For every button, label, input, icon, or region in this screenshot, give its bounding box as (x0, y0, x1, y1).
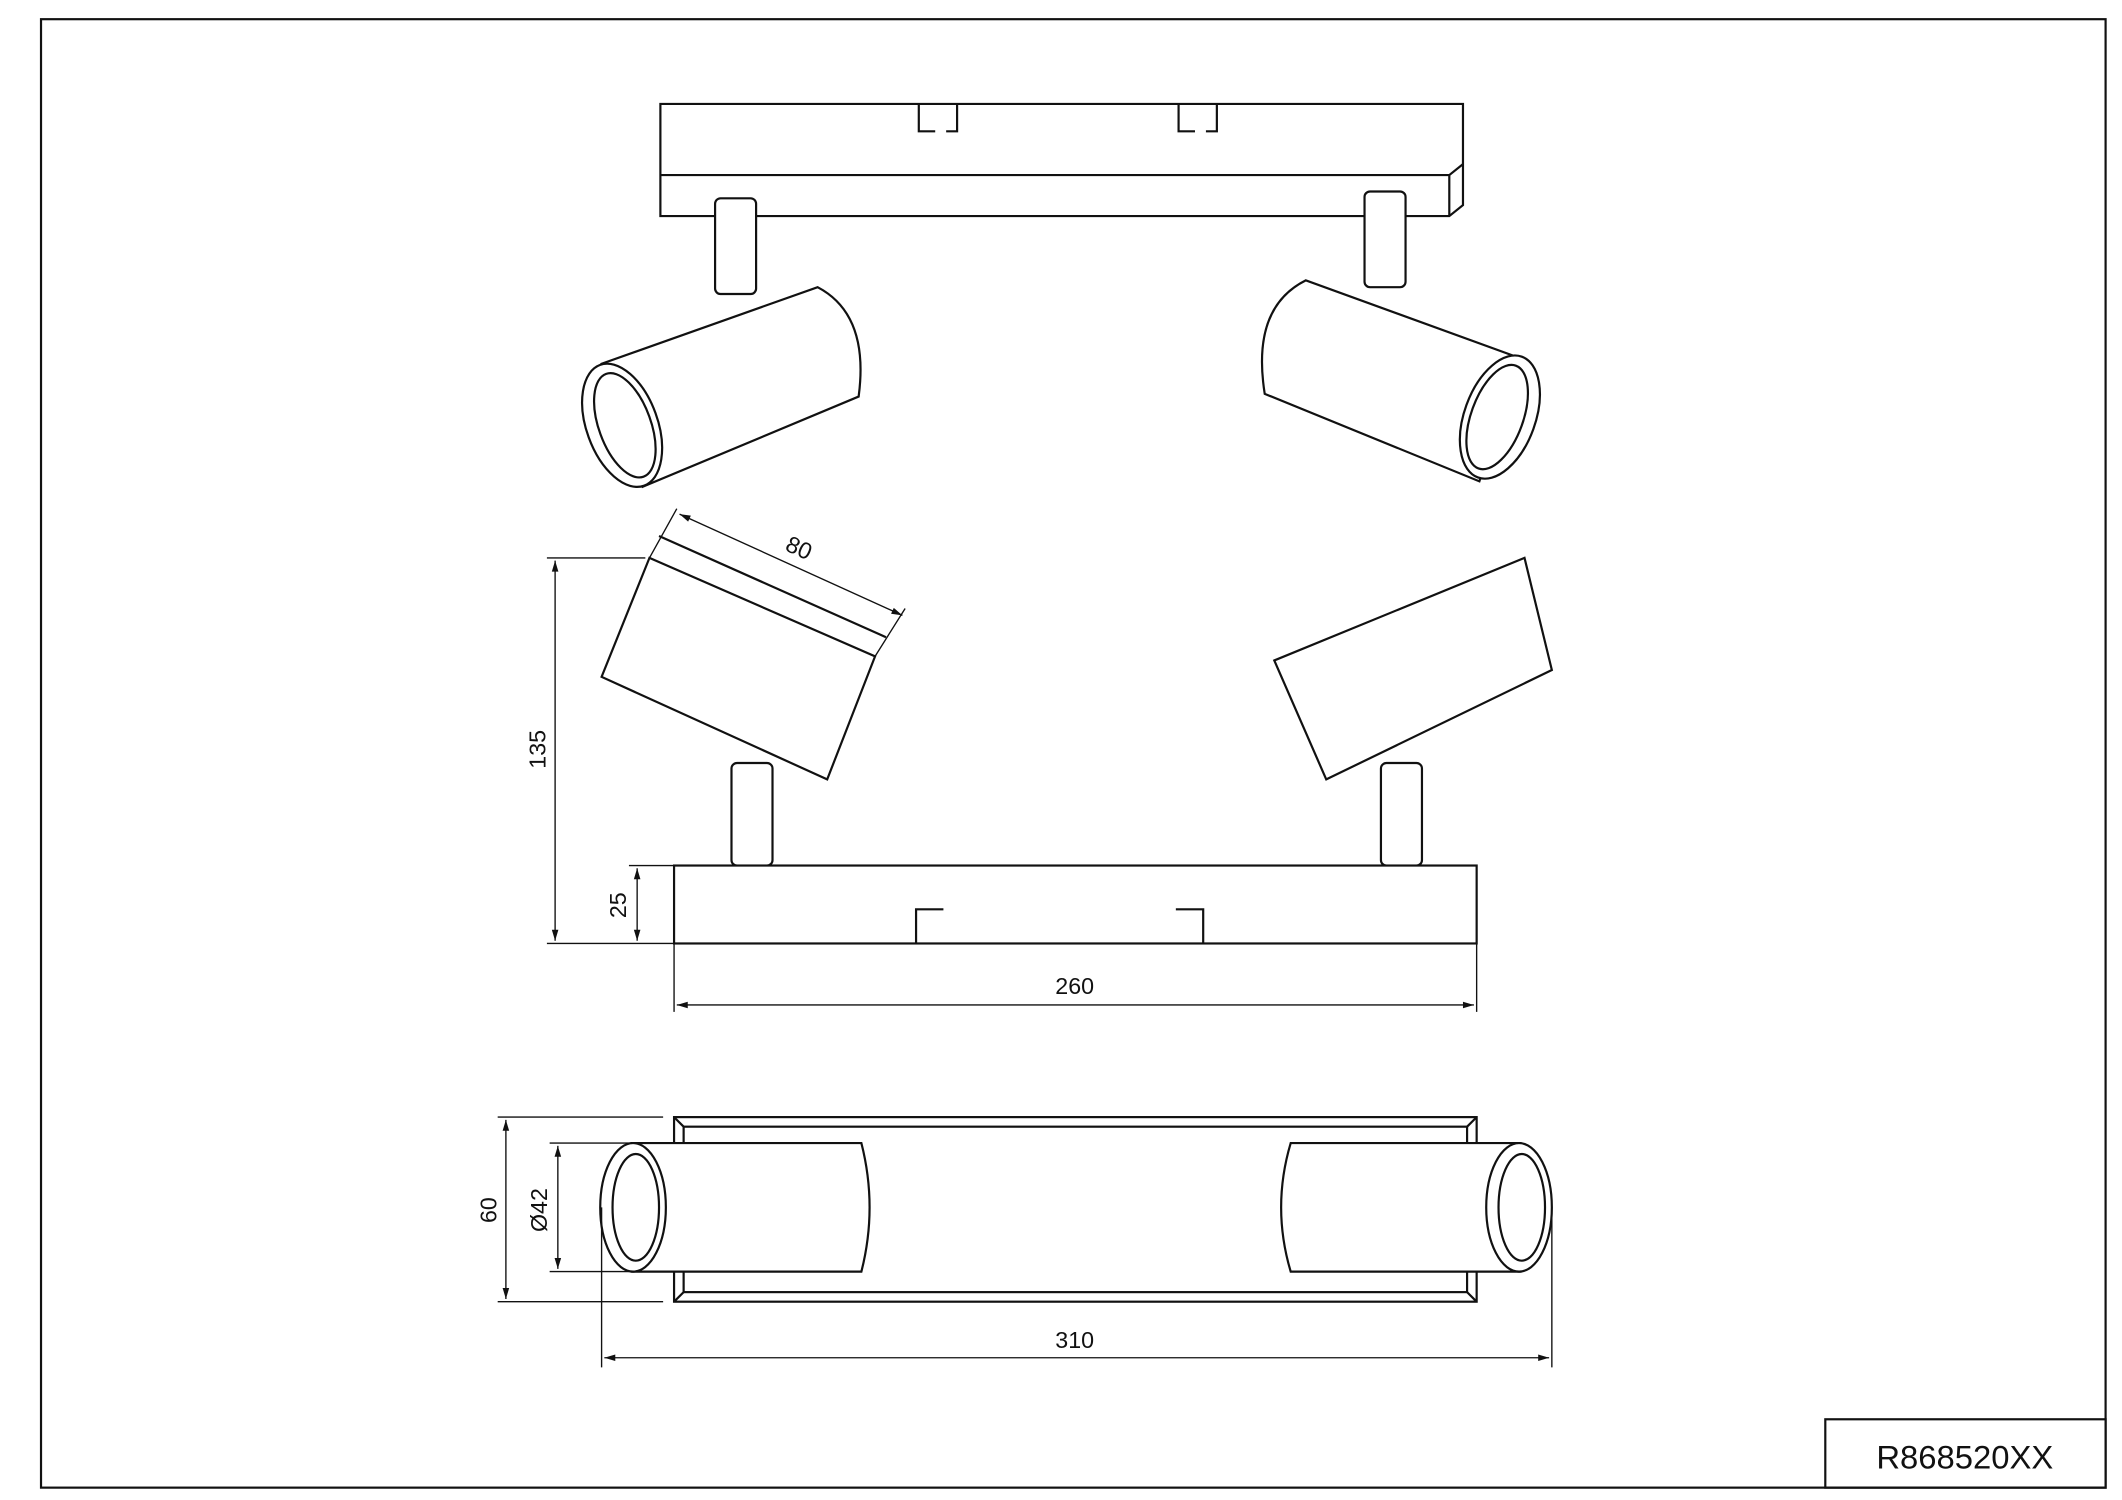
dim-head-length: 80 (782, 531, 816, 565)
right-spot-head (1260, 279, 1541, 483)
title-block: R868520XX (1824, 1418, 2107, 1489)
dim-head-diameter: Ø42 (526, 1188, 552, 1232)
dim-depth: 60 (475, 1197, 501, 1223)
dim-base-length: 260 (1055, 973, 1094, 999)
dim-base-height: 25 (605, 892, 631, 918)
drawing-border (39, 18, 2107, 1489)
dim-total-length: 310 (1055, 1327, 1094, 1353)
front-view (581, 102, 1541, 489)
side-view: 80 135 25 260 (525, 508, 1554, 1012)
plan-view: 60 Ø42 310 (475, 1116, 1553, 1368)
model-number: R868520XX (1876, 1438, 2053, 1475)
left-spot-head (581, 285, 862, 489)
dim-total-height: 135 (525, 730, 551, 769)
